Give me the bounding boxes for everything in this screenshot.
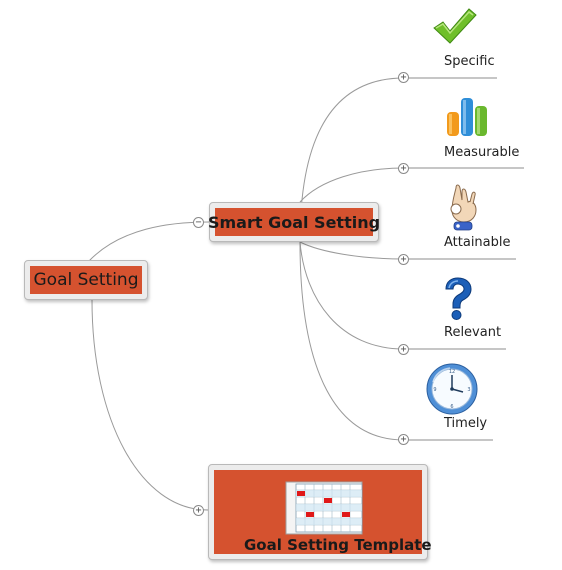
topic-goal-setting-template[interactable]: Goal Setting Template [208,464,432,560]
topic-label: Goal Setting Template [244,536,432,554]
leaf-timely[interactable]: Timely [444,416,488,431]
connector-root-template [91,299,209,511]
collapse-toggle-smart[interactable]: − [193,217,204,228]
connector-root-smart [87,221,210,263]
topic-label: Goal Setting [30,266,142,294]
connector-smart-relevant [299,241,405,350]
topic-goal-setting[interactable]: Goal Setting [24,260,148,300]
ok-hand-icon [450,184,477,231]
connector-smart-attainable [299,241,405,260]
calendar-grid-icon [285,481,363,535]
connector-smart-measurable [299,167,405,203]
checkmark-icon [433,8,477,44]
svg-text:6: 6 [450,404,453,410]
topic-smart-goal-setting[interactable]: Smart Goal Setting [208,202,380,242]
bar-chart-icon [447,98,487,136]
expand-toggle-attainable[interactable]: + [398,254,409,265]
svg-text:3: 3 [467,387,470,393]
svg-text:9: 9 [433,387,436,393]
clock-icon: 12 3 6 9 [426,363,478,415]
leaf-attainable[interactable]: Attainable [444,235,511,250]
leaf-specific[interactable]: Specific [444,54,495,69]
expand-toggle-measurable[interactable]: + [398,163,409,174]
svg-text:12: 12 [449,369,455,375]
question-mark-icon [445,277,472,320]
topic-label: Smart Goal Setting [208,208,380,236]
expand-toggle-template[interactable]: + [193,505,204,516]
leaf-measurable[interactable]: Measurable [444,145,520,160]
expand-toggle-timely[interactable]: + [398,434,409,445]
leaf-relevant[interactable]: Relevant [444,325,502,340]
expand-toggle-relevant[interactable]: + [398,344,409,355]
connector-smart-timely [299,241,405,441]
expand-toggle-specific[interactable]: + [398,72,409,83]
